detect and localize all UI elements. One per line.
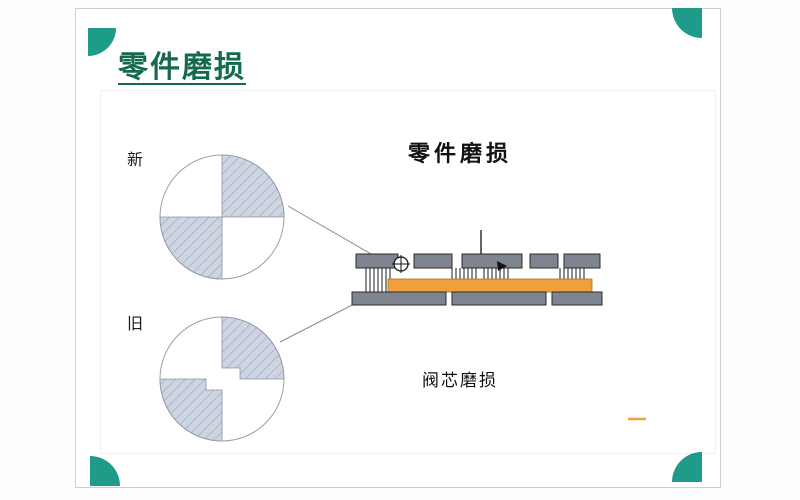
- diagram-heading: 零件磨损: [407, 141, 512, 166]
- slide-title: 零件磨损: [118, 51, 246, 84]
- new-label: 新: [127, 152, 144, 169]
- old-label: 旧: [127, 316, 144, 333]
- diagram-caption: 阀芯磨损: [422, 371, 498, 390]
